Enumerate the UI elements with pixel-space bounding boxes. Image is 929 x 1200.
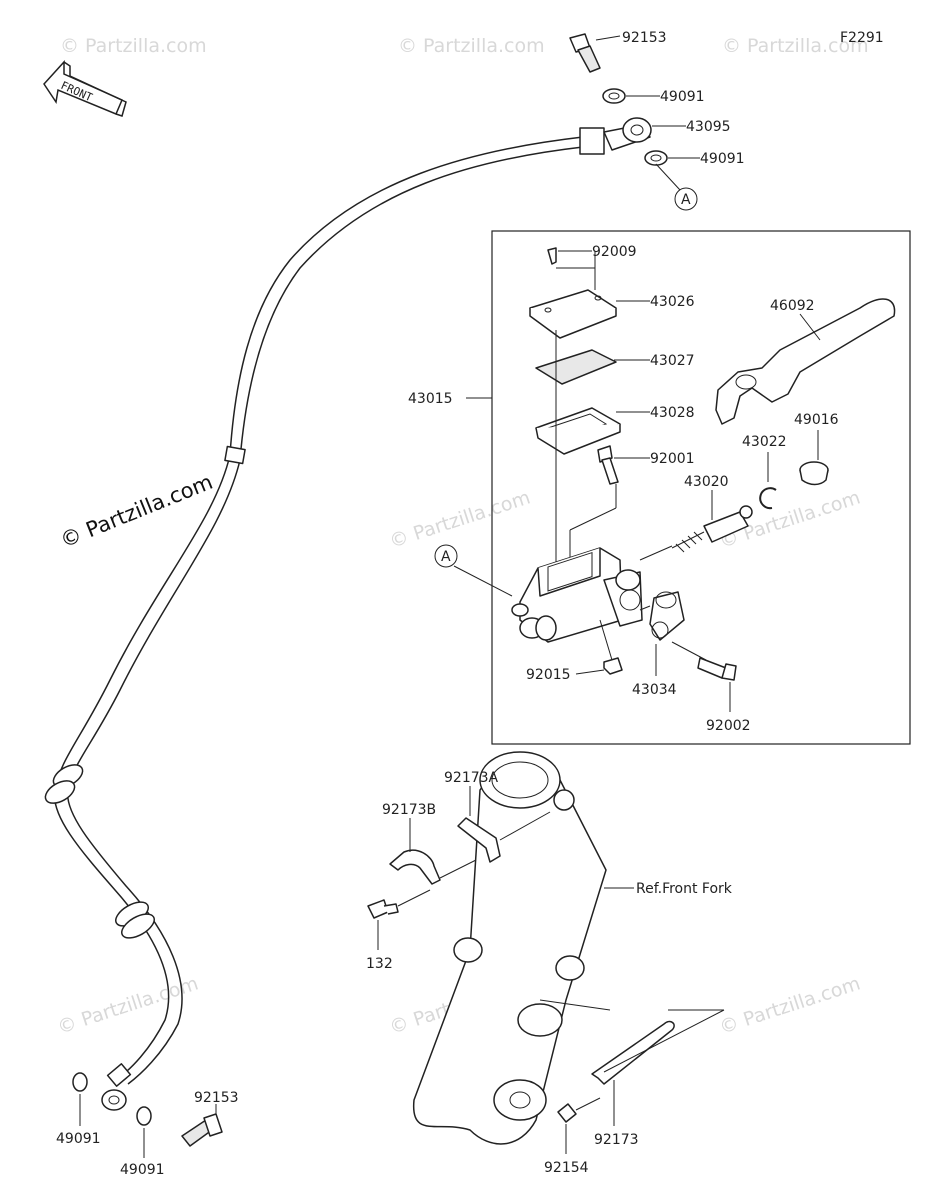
part-label-49091: 49091 (56, 1131, 101, 1147)
part-label-43022: 43022 (742, 434, 787, 450)
part-label-43015: 43015 (408, 391, 453, 407)
brake-lever-icon (715, 298, 896, 425)
part-label-92001: 92001 (650, 451, 695, 467)
part-label-92009: 92009 (592, 244, 637, 260)
master-cylinder-parts: A (434, 247, 896, 712)
watermark: © Partzilla.com (722, 35, 869, 57)
watermarks: © Partzilla.com © Partzilla.com © Partzi… (55, 35, 869, 1039)
lower-banjo-hardware (72, 1072, 223, 1158)
clamp-92173-icon (591, 1020, 675, 1085)
part-label-92173B: 92173B (382, 802, 436, 818)
hose-clamp-b-icon (389, 849, 441, 885)
watermark: © Partzilla.com (60, 35, 207, 57)
part-label-46092: 46092 (770, 298, 815, 314)
diaphragm-plate-icon (535, 349, 617, 385)
piston-kit-icon (703, 511, 749, 543)
part-label-92153: 92153 (622, 30, 667, 46)
callout-a-letter: A (681, 192, 691, 208)
part-labels: 92153 49091 43095 49091 92009 43026 4302… (56, 30, 839, 1178)
watermark: © Partzilla.com (55, 973, 201, 1039)
part-label-49016: 49016 (794, 412, 839, 428)
brake-hose (44, 117, 652, 1111)
master-cylinder-assembly-frame (491, 230, 911, 745)
callout-a-body (434, 544, 458, 568)
hose-fitting-top (579, 127, 605, 155)
hose-clamp-a-icon (457, 817, 501, 863)
watermark: © Partzilla.com (387, 487, 533, 553)
part-label-43020: 43020 (684, 474, 729, 490)
part-label-ref-front-fork: Ref.Front Fork (636, 881, 733, 897)
part-label-43034: 43034 (632, 682, 677, 698)
washer-icon (136, 1106, 152, 1126)
part-label-92173: 92173 (594, 1132, 639, 1148)
screw-92154-icon (557, 1103, 577, 1123)
watermark: © Partzilla.com (398, 35, 545, 57)
cap-screw-icon (547, 247, 557, 265)
fork-clamps (367, 786, 725, 1154)
part-label-92015: 92015 (526, 667, 571, 683)
front-arrow-icon: FRONT (43, 60, 127, 117)
watermark: © Partzilla.com (717, 973, 863, 1039)
figure-code: F2291 (840, 30, 884, 46)
part-label-92173A: 92173A (444, 770, 499, 786)
part-label-132: 132 (366, 956, 393, 972)
clamp-bolt-132-icon (367, 899, 389, 919)
clamp-holder-icon (649, 591, 685, 641)
part-label-49091: 49091 (660, 89, 705, 105)
clamp-bolt-icon (697, 657, 727, 679)
nut-icon (603, 657, 623, 675)
banjo-fitting-bottom (101, 1089, 127, 1111)
part-label-92154: 92154 (544, 1160, 589, 1176)
washer-icon (602, 88, 626, 104)
part-label-43095: 43095 (686, 119, 731, 135)
part-label-43028: 43028 (650, 405, 695, 421)
part-label-43026: 43026 (650, 294, 695, 310)
callout-a-letter: A (441, 549, 451, 565)
callout-a-top (674, 187, 698, 211)
part-label-92153: 92153 (194, 1090, 239, 1106)
part-label-92002: 92002 (706, 718, 751, 734)
banjo-fitting-top (622, 117, 652, 143)
washer-icon (644, 150, 668, 166)
part-label-49091: 49091 (700, 151, 745, 167)
washer-icon (72, 1072, 88, 1092)
circlip-icon (759, 487, 777, 510)
part-label-43027: 43027 (650, 353, 695, 369)
front-fork (412, 751, 634, 1145)
part-label-49091: 49091 (120, 1162, 165, 1178)
upper-banjo-hardware: A (569, 33, 700, 211)
